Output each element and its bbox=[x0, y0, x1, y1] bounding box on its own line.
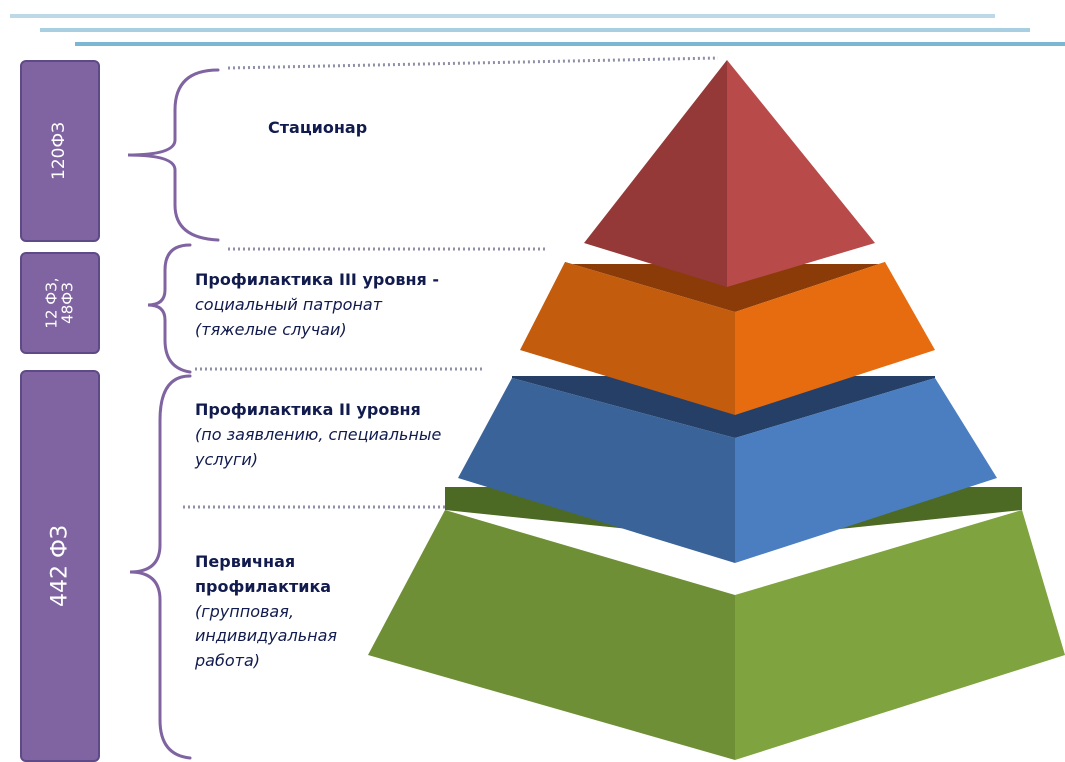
level-3-title: Профилактика III уровня - bbox=[195, 270, 439, 289]
level-3: Профилактика III уровня - социальный пат… bbox=[195, 268, 439, 342]
level-stationary-title: Стационар bbox=[268, 118, 368, 137]
tier-mid-high bbox=[520, 262, 935, 415]
bracket-primary bbox=[129, 374, 192, 760]
level-primary-desc: (групповая, индивидуальная работа) bbox=[195, 601, 338, 671]
level-primary-title: Первичная профилактика bbox=[195, 552, 332, 596]
level-3-desc: социальный патронат (тяжелые случаи) bbox=[195, 294, 383, 339]
level-2: Профилактика II уровня (по заявлению, сп… bbox=[195, 398, 441, 472]
level-primary: Первичная профилактика (групповая, индив… bbox=[195, 550, 337, 674]
header-line-1 bbox=[10, 14, 995, 18]
bracket-level-3 bbox=[147, 243, 192, 374]
tier-mid-low bbox=[458, 376, 997, 563]
level-2-desc: (по заявлению, специальные услуги) bbox=[195, 424, 442, 469]
law-box-120: 120ФЗ bbox=[20, 60, 100, 242]
bracket-stationary bbox=[127, 68, 220, 242]
tier-top bbox=[584, 60, 875, 287]
dotted-line-1 bbox=[227, 56, 719, 70]
header-line-2 bbox=[40, 28, 1030, 32]
header-line-3 bbox=[75, 42, 1065, 46]
law-box-12-48: 12 ФЗ, 48ФЗ bbox=[20, 252, 100, 354]
level-stationary: Стационар bbox=[268, 116, 367, 141]
level-2-title: Профилактика II уровня bbox=[195, 400, 421, 419]
